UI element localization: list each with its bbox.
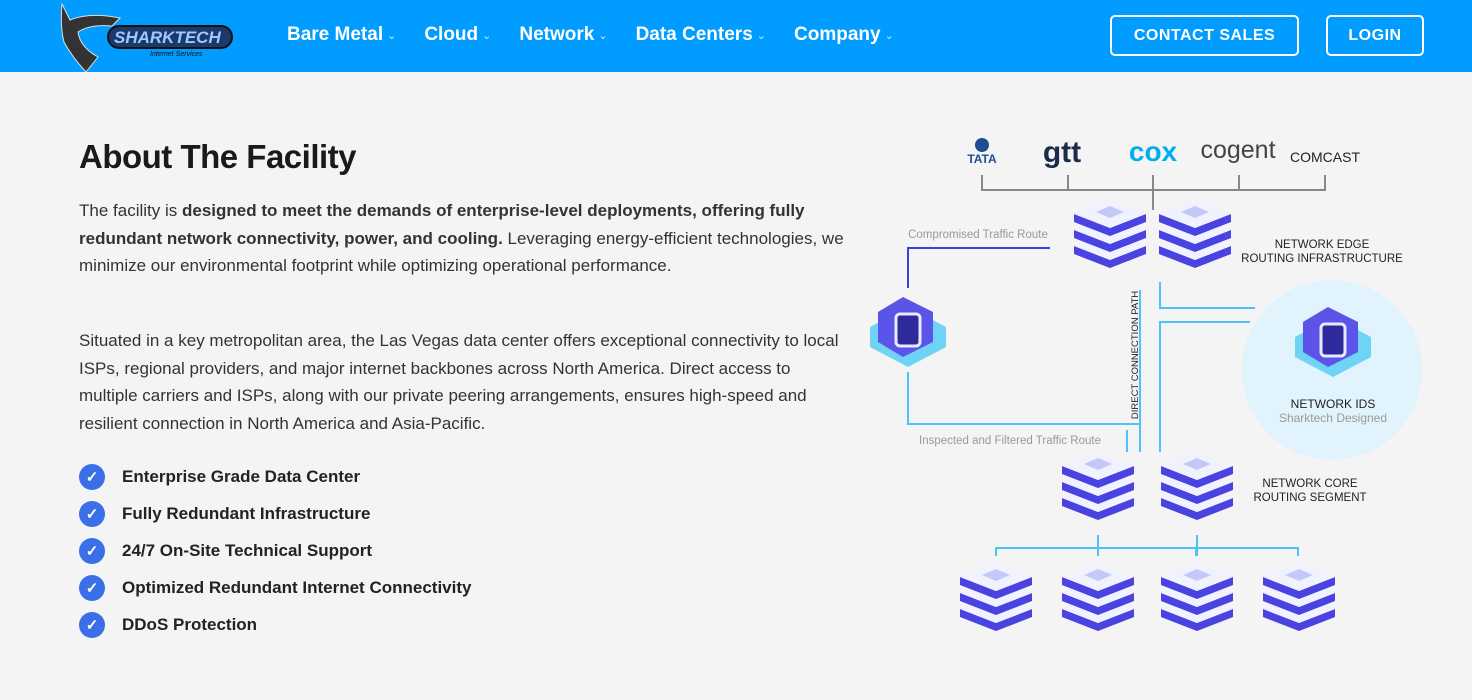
- feature-item: ✓ Fully Redundant Infrastructure: [79, 495, 471, 532]
- feature-label: 24/7 On-Site Technical Support: [122, 540, 373, 560]
- check-icon: ✓: [79, 574, 105, 601]
- carrier-tata: TATA: [967, 152, 997, 166]
- feature-item: ✓ DDoS Protection: [79, 606, 471, 643]
- core-label: ROUTING SEGMENT: [1253, 492, 1366, 504]
- feature-label: Enterprise Grade Data Center: [122, 466, 361, 486]
- nav-cloud[interactable]: Cloud⌄: [424, 24, 491, 46]
- core-label: NETWORK CORE: [1262, 478, 1358, 490]
- server-stack-icon: [1161, 452, 1233, 520]
- page-title: About The Facility: [79, 138, 357, 175]
- top-nav-bar: SHARKTECH Internet Services Bare Metal⌄ …: [0, 0, 1472, 72]
- carrier-gtt: gtt: [1043, 136, 1081, 169]
- feature-item: ✓ Optimized Redundant Internet Connectivi…: [79, 569, 471, 606]
- feature-item: ✓ 24/7 On-Site Technical Support: [79, 532, 471, 569]
- nav-data-centers[interactable]: Data Centers⌄: [636, 24, 766, 46]
- text: The facility is: [79, 201, 182, 220]
- intro-paragraph: The facility is designed to meet the dem…: [79, 197, 849, 280]
- server-stack-icon: [1161, 563, 1233, 631]
- security-appliance-icon: [870, 297, 946, 367]
- server-stack-icon: [960, 563, 1032, 631]
- feature-item: ✓ Enterprise Grade Data Center: [79, 458, 471, 495]
- feature-label: Fully Redundant Infrastructure: [122, 503, 371, 523]
- chevron-down-icon: ⌄: [482, 29, 492, 42]
- main-nav: Bare Metal⌄ Cloud⌄ Network⌄ Data Centers…: [287, 24, 922, 46]
- nav-label: Network: [519, 24, 595, 45]
- carrier-cogent: cogent: [1200, 136, 1275, 164]
- svg-text:Internet Services: Internet Services: [150, 51, 203, 58]
- direct-path-label: DIRECT CONNECTION PATH: [1130, 291, 1141, 419]
- server-stack-icon: [1074, 200, 1146, 268]
- feature-label: Optimized Redundant Internet Connectivit…: [122, 577, 472, 597]
- edge-label: ROUTING INFRASTRUCTURE: [1241, 253, 1403, 265]
- nav-label: Cloud: [424, 24, 479, 45]
- ids-sub-label: Sharktech Designed: [1279, 411, 1387, 425]
- nav-network[interactable]: Network⌄: [519, 24, 607, 46]
- login-button[interactable]: LOGIN: [1326, 15, 1424, 56]
- carrier-comcast: COMCAST: [1290, 149, 1360, 165]
- network-diagram: TATA gtt cox cogent COMCAST Compromised …: [870, 136, 1422, 631]
- chevron-down-icon: ⌄: [884, 29, 894, 42]
- bold-text: designed to meet the demands of enterpri…: [79, 201, 805, 248]
- svg-text:SHARKTECH: SHARKTECH: [114, 28, 221, 47]
- carrier-bracket: [981, 175, 1326, 210]
- security-appliance-icon: [1295, 307, 1371, 377]
- server-stack-icon: [1062, 452, 1134, 520]
- feature-list: ✓ Enterprise Grade Data Center ✓ Fully Red…: [79, 458, 471, 643]
- location-paragraph: Situated in a key metropolitan area, the…: [79, 331, 839, 433]
- check-icon: ✓: [79, 611, 105, 638]
- check-icon: ✓: [79, 537, 105, 564]
- chevron-down-icon: ⌄: [598, 29, 608, 42]
- nav-label: Company: [794, 24, 881, 45]
- compromised-route-label: Compromised Traffic Route: [908, 229, 1048, 241]
- feature-label: DDoS Protection: [122, 614, 258, 634]
- nav-bare-metal[interactable]: Bare Metal⌄: [287, 24, 396, 46]
- carrier-cox: cox: [1129, 136, 1178, 167]
- compromised-route-line: [907, 247, 1050, 288]
- nav-label: Data Centers: [635, 24, 753, 45]
- tata-logo-icon: [975, 138, 989, 152]
- route-lines: [907, 282, 1299, 556]
- check-icon: ✓: [79, 500, 105, 527]
- server-stack-icon: [1062, 563, 1134, 631]
- chevron-down-icon: ⌄: [756, 29, 766, 42]
- ids-label: NETWORK IDS: [1291, 397, 1376, 411]
- sharktech-logo[interactable]: SHARKTECH Internet Services: [50, 2, 240, 72]
- check-icon: ✓: [79, 463, 105, 490]
- contact-sales-button[interactable]: CONTACT SALES: [1110, 15, 1299, 56]
- chevron-down-icon: ⌄: [387, 29, 397, 42]
- nav-company[interactable]: Company⌄: [794, 24, 894, 46]
- nav-label: Bare Metal: [287, 24, 384, 45]
- inspected-route-label: Inspected and Filtered Traffic Route: [919, 435, 1101, 447]
- server-stack-icon: [1263, 563, 1335, 631]
- server-stack-icon: [1159, 200, 1231, 268]
- edge-label: NETWORK EDGE: [1275, 239, 1370, 251]
- text: Leveraging energy-efficient technologies…: [79, 228, 844, 276]
- carrier-logos: TATA gtt cox cogent COMCAST: [967, 136, 1360, 169]
